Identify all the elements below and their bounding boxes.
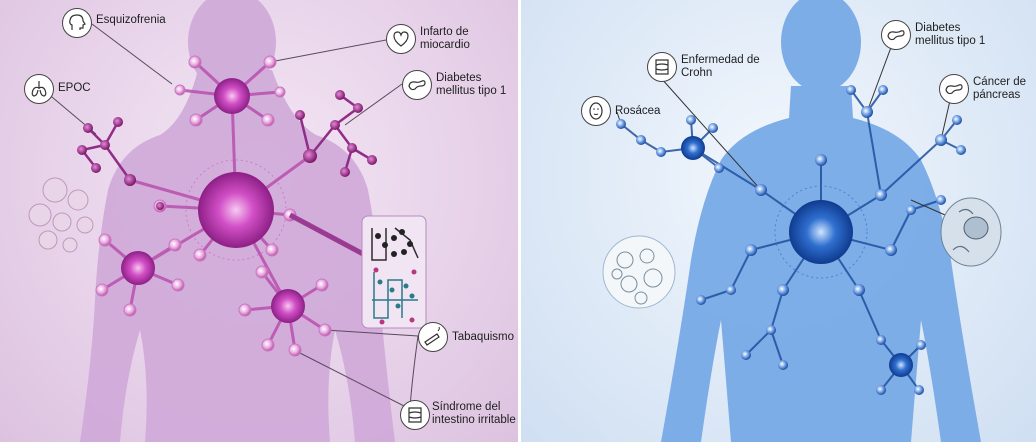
label-type1-diabetes-right: Diabetes mellitus tipo 1 bbox=[915, 22, 985, 48]
label-mi-line2: miocardio bbox=[420, 39, 470, 51]
heart-icon bbox=[386, 24, 416, 54]
label-smoking: Tabaquismo bbox=[452, 331, 515, 343]
label-diabetes-right-line1: Diabetes bbox=[915, 22, 961, 34]
head-brain-icon bbox=[62, 8, 92, 38]
hub-lower-right bbox=[271, 289, 305, 323]
molecule-nodes bbox=[77, 90, 377, 210]
network-nodes bbox=[95, 55, 332, 357]
right-panel-male-network: Enfermedad de Crohn Rosácea Diabetes mel… bbox=[521, 0, 1036, 442]
network-nodes bbox=[616, 85, 966, 395]
label-type1-diabetes-left: Diabetes mellitus tipo 1 bbox=[436, 72, 506, 98]
tissue-circle bbox=[602, 235, 676, 309]
label-ibs-line2: intestino irritable bbox=[432, 414, 516, 426]
label-diabetes-right-line2: mellitus tipo 1 bbox=[915, 35, 986, 47]
cigarette-icon bbox=[418, 322, 448, 352]
face-icon bbox=[581, 96, 611, 126]
central-hub bbox=[198, 172, 274, 248]
left-panel-female-network: Esquizofrenia EPOC Infarto de miocardio … bbox=[0, 0, 518, 442]
label-schizophrenia: Esquizofrenia bbox=[96, 14, 166, 26]
hub-left bbox=[121, 251, 155, 285]
callout-lines bbox=[45, 23, 419, 409]
cell-cluster bbox=[28, 177, 94, 253]
cell-circle bbox=[940, 197, 1002, 267]
pancreas-icon bbox=[402, 70, 432, 100]
intestine-icon bbox=[400, 400, 430, 430]
pancreas-icon bbox=[939, 74, 969, 104]
label-diabetes-line1: Diabetes bbox=[436, 72, 482, 84]
pancreas-icon bbox=[881, 20, 911, 50]
label-mi-line1: Infarto de bbox=[420, 26, 469, 38]
label-rosacea: Rosácea bbox=[615, 105, 661, 117]
label-diabetes-line2: mellitus tipo 1 bbox=[436, 85, 507, 97]
central-hub bbox=[789, 200, 853, 264]
right-artwork bbox=[602, 0, 1002, 442]
pathway-box bbox=[288, 212, 427, 329]
label-crohn-line1: Enfermedad de bbox=[681, 54, 760, 66]
label-ibs-line1: Síndrome del bbox=[432, 401, 501, 413]
intestine-icon bbox=[647, 52, 677, 82]
lungs-icon bbox=[24, 74, 54, 104]
panel-divider bbox=[518, 0, 521, 442]
label-pancreatic-line2: páncreas bbox=[973, 89, 1021, 101]
label-crohn-line2: Crohn bbox=[681, 67, 713, 79]
hub-upper-left bbox=[681, 136, 705, 160]
left-artwork bbox=[28, 0, 427, 442]
hub-lower-right bbox=[889, 353, 913, 377]
label-ibs: Síndrome del intestino irritable bbox=[432, 401, 516, 427]
label-crohn: Enfermedad de Crohn bbox=[681, 54, 760, 80]
label-copd: EPOC bbox=[58, 82, 91, 94]
female-silhouette bbox=[80, 0, 395, 442]
label-pancreatic-cancer: Cáncer de páncreas bbox=[973, 76, 1026, 102]
label-pancreatic-line1: Cáncer de bbox=[973, 76, 1027, 88]
hub-upper bbox=[214, 78, 250, 114]
label-myocardial-infarction: Infarto de miocardio bbox=[420, 26, 470, 52]
